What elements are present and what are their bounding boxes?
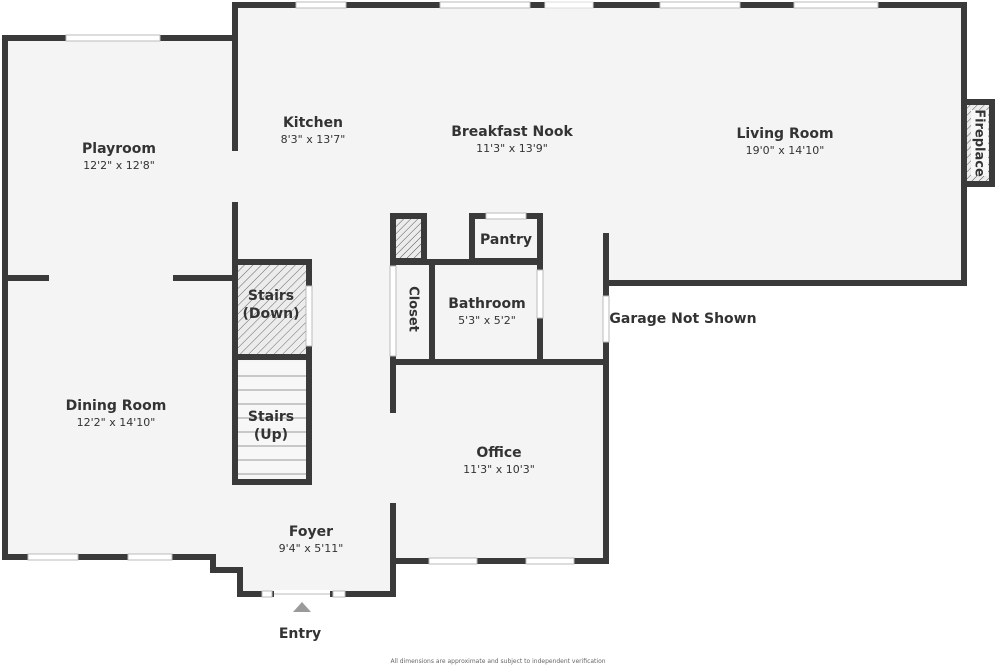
room-dimensions: 19'0" x 14'10" [745,144,825,157]
walls [2,2,967,597]
room-dimensions: 12'2" x 14'10" [76,416,156,429]
room-name: Foyer [288,524,334,540]
room-name: Dining Room [65,398,167,414]
stairs-down [238,265,306,354]
room-name: Kitchen [282,115,344,131]
room-name: Playroom [82,141,156,157]
entry-label: Entry [278,626,322,642]
windows [27,1,879,598]
fireplace-label: Fireplace [971,109,987,177]
stairs-up-label: Stairs (Up) [247,409,295,443]
closet-label: Closet [405,286,421,332]
room-dimensions: 8'3" x 13'7" [280,133,346,146]
room-dimensions: 11'3" x 13'9" [476,142,548,155]
breakfast-nook-label: Breakfast Nook 11'3" x 13'9" [451,124,573,156]
closet-hatch [396,219,421,258]
dining-room-label: Dining Room 12'2" x 14'10" [66,398,167,430]
garage-label: Garage Not Shown [609,311,757,327]
exterior-wall [2,2,967,286]
entry-arrow [293,602,311,612]
living-room-label: Living Room 19'0" x 14'10" [736,126,833,158]
room-dimensions: 11'3" x 10'3" [463,463,535,476]
bathroom-label: Bathroom 5'3" x 5'2" [448,296,526,328]
room-dimensions: 5'3" x 5'2" [458,314,516,327]
office-label: Office 11'3" x 10'3" [463,445,535,477]
room-name: Bathroom [448,296,526,312]
playroom-label: Playroom 12'2" x 12'8" [82,141,156,173]
stairs-up [238,362,306,479]
room-name: Office [476,445,522,461]
room-dimensions: 12'2" x 12'8" [83,159,155,172]
stairs-down-label: Stairs (Down) [242,288,300,322]
exterior-wall-west [2,35,609,597]
room-name: Breakfast Nook [451,124,573,140]
kitchen-label: Kitchen 8'3" x 13'7" [281,115,346,147]
room-name: Living Room [736,126,834,142]
foyer-label: Foyer 9'4" x 5'11" [279,524,344,556]
room-dimensions: 9'4" x 5'11" [278,542,344,555]
pantry-label: Pantry [479,232,533,248]
disclaimer-text: All dimensions are approximate and subje… [390,658,606,665]
